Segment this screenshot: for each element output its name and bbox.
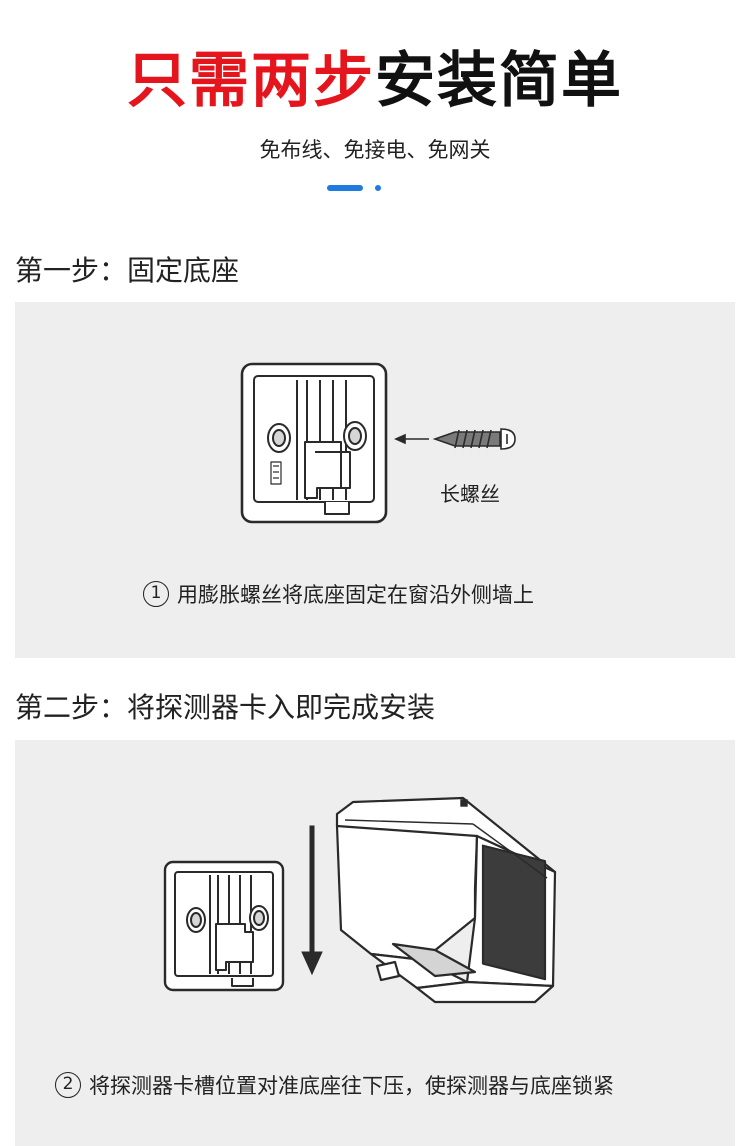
detector-install-illustration <box>163 796 557 1004</box>
step2-caption-text: 将探测器卡槽位置对准底座往下压，使探测器与底座锁紧 <box>89 1074 614 1098</box>
dot-inactive <box>375 185 381 191</box>
step1-number-badge: 1 <box>143 581 169 607</box>
step2-panel: 2 将探测器卡槽位置对准底座往下压，使探测器与底座锁紧 <box>15 740 735 1146</box>
base-mount-illustration <box>240 362 516 524</box>
subline: 免布线、免接电、免网关 <box>259 138 491 162</box>
headline-red: 只需两步 <box>127 46 375 116</box>
step1-caption-text: 用膨胀螺丝将底座固定在窗沿外侧墙上 <box>177 583 534 607</box>
step2-number-badge: 2 <box>55 1072 81 1098</box>
headline: 只需两步安装简单 <box>0 46 750 116</box>
step1-title: 第一步：固定底座 <box>15 254 240 287</box>
step2-caption: 2 将探测器卡槽位置对准底座往下压，使探测器与底座锁紧 <box>55 1070 614 1100</box>
screw-label: 长螺丝 <box>440 482 500 506</box>
dot-active <box>327 185 363 191</box>
step1-caption: 1 用膨胀螺丝将底座固定在窗沿外侧墙上 <box>143 579 534 609</box>
step2-title: 第二步：将探测器卡入即完成安装 <box>15 691 436 724</box>
headline-dark: 安装简单 <box>375 46 623 116</box>
step1-panel: 长螺丝 1 用膨胀螺丝将底座固定在窗沿外侧墙上 <box>15 302 735 658</box>
